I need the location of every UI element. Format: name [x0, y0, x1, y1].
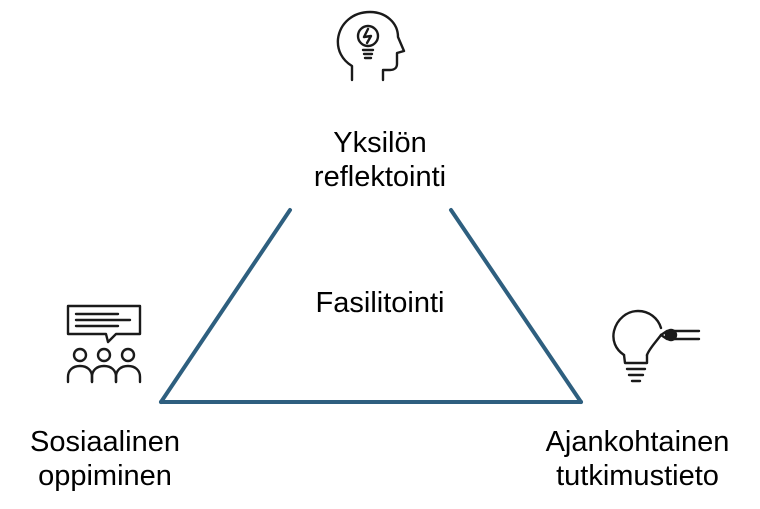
node-label-line2: tutkimustieto [556, 460, 719, 492]
node-label-line2: reflektointi [313, 161, 447, 193]
node-individual-reflection: Yksilön reflektointi [230, 126, 530, 194]
triangle-right-edge [449, 208, 583, 404]
triangle-left-edge [159, 208, 292, 404]
node-label-line2: oppiminen [38, 460, 172, 492]
node-label-line1: Sosiaalinen [30, 426, 180, 458]
node-label-line1: Ajankohtainen [545, 426, 730, 458]
group-discussion-icon [66, 304, 142, 384]
node-label-line1: Yksilön [333, 127, 427, 159]
center-label-facilitation: Fasilitointi [315, 287, 445, 319]
head-lightbulb-icon [336, 10, 406, 82]
node-current-research: Ajankohtainen tutkimustieto [515, 425, 760, 493]
node-social-learning: Sosiaalinen oppiminen [0, 425, 210, 493]
lightbulb-writing-icon [612, 309, 701, 383]
